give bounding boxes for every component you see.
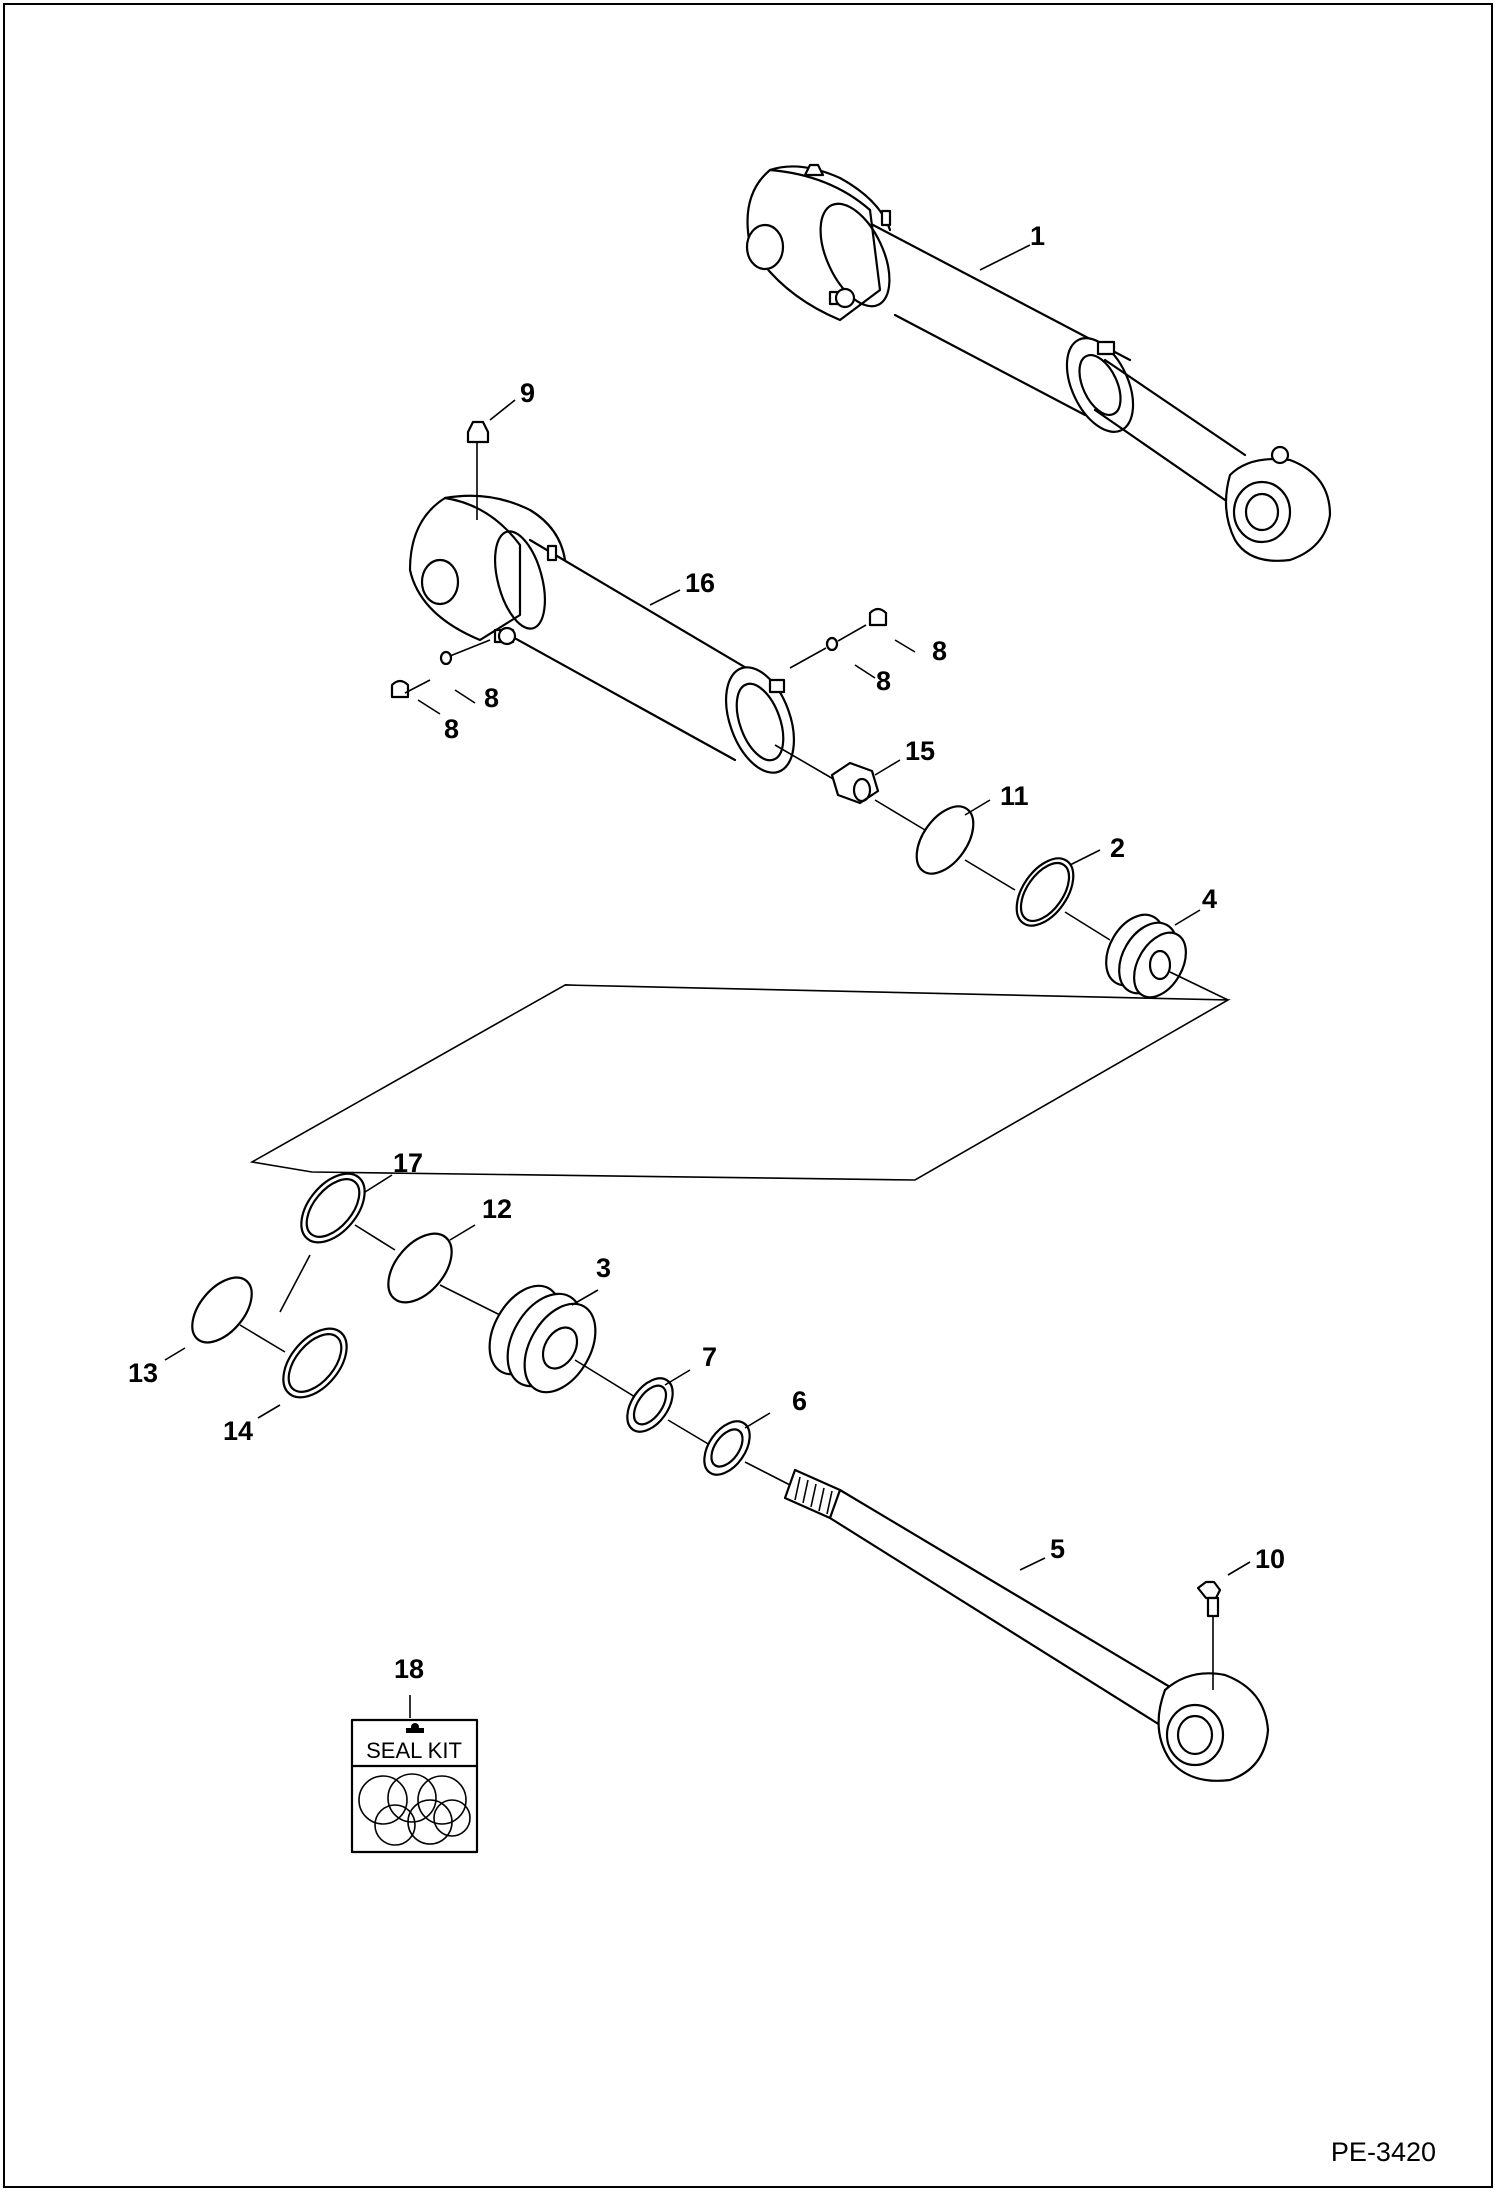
callout-16: 16 bbox=[685, 568, 715, 598]
callout-13: 13 bbox=[128, 1358, 158, 1388]
callout-8d: 8 bbox=[932, 636, 947, 666]
fittings bbox=[390, 420, 888, 699]
assembly-link-outline bbox=[249, 984, 1231, 1181]
leader-lines bbox=[164, 244, 1251, 1718]
callout-15: 15 bbox=[905, 736, 935, 766]
callout-6: 6 bbox=[792, 1386, 807, 1416]
seal-kit: SEAL KIT bbox=[350, 1718, 479, 1854]
callout-8b: 8 bbox=[484, 683, 499, 713]
callout-4: 4 bbox=[1202, 884, 1217, 914]
callout-5: 5 bbox=[1050, 1534, 1065, 1564]
callout-1: 1 bbox=[1030, 221, 1045, 251]
drawing-frame bbox=[3, 3, 1493, 2188]
callout-11: 11 bbox=[1000, 781, 1029, 811]
callout-numbers: 1 2 3 4 5 6 7 8 8 8 8 9 10 11 12 13 14 1… bbox=[128, 221, 1285, 1684]
callout-3: 3 bbox=[596, 1253, 611, 1283]
callout-14: 14 bbox=[223, 1416, 253, 1446]
callout-8c: 8 bbox=[876, 666, 891, 696]
callout-7: 7 bbox=[702, 1342, 717, 1372]
callout-2: 2 bbox=[1110, 833, 1125, 863]
assembled-cylinder bbox=[745, 163, 1332, 562]
callout-8a: 8 bbox=[444, 714, 459, 744]
callout-18: 18 bbox=[394, 1654, 424, 1684]
callout-10: 10 bbox=[1255, 1544, 1285, 1574]
callout-9: 9 bbox=[520, 378, 535, 408]
lower-exploded-parts bbox=[191, 1172, 1270, 1782]
drawing-reference: PE-3420 bbox=[1331, 2137, 1436, 2167]
callout-17: 17 bbox=[393, 1148, 423, 1178]
upper-exploded-parts bbox=[774, 744, 1229, 1001]
callout-12: 12 bbox=[482, 1194, 512, 1224]
seal-kit-label: SEAL KIT bbox=[366, 1738, 462, 1763]
barrel bbox=[408, 494, 795, 774]
